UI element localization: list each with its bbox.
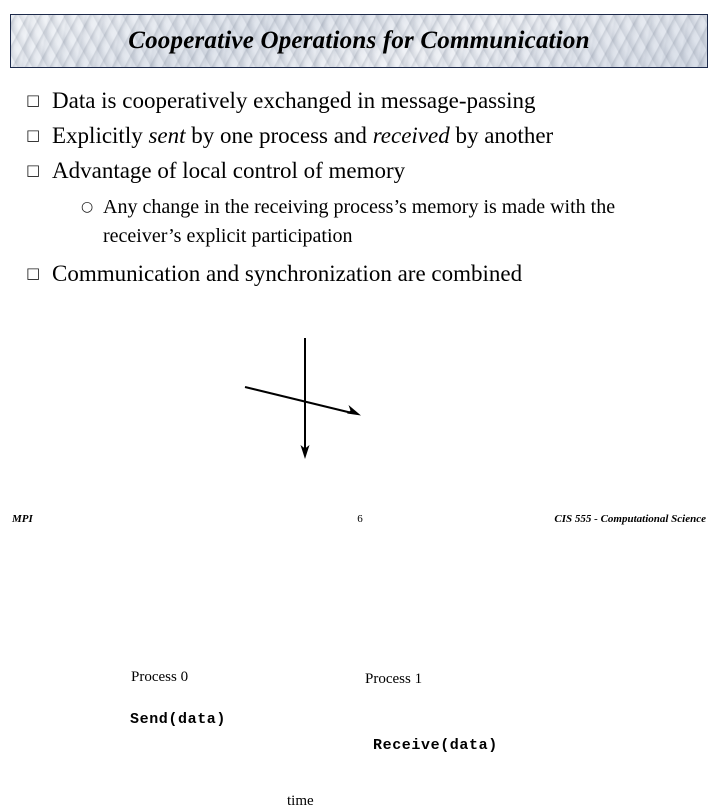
bullet-2-part-4: by another: [449, 123, 554, 148]
diagram-label-time: time: [287, 793, 314, 809]
bullet-2-part-3-emphasis: received: [372, 123, 450, 148]
subbullet-item-1-text: Any change in the receiving process’s me…: [103, 196, 616, 247]
message-passing-diagram: Process 0 Process 1 Send(data) Receive(d…: [0, 325, 720, 809]
diagram-arrows: [244, 338, 361, 459]
bullet-item-2: □ Explicitly sent by one process and rec…: [26, 119, 698, 152]
bullet-item-1-text: Data is cooperatively exchanged in messa…: [52, 84, 698, 117]
bullet-item-3-text: Advantage of local control of memory: [52, 154, 698, 187]
bullet-2-part-2: by one process and: [185, 123, 373, 148]
bullet-item-2-text: Explicitly sent by one process and recei…: [52, 119, 698, 152]
message-arrow-line: [244, 386, 353, 414]
bullet-item-3: □ Advantage of local control of memory: [26, 154, 698, 187]
square-bullet-icon: □: [26, 126, 41, 144]
bullet-1-part-0: Data is cooperatively exchanged in messa…: [52, 88, 536, 113]
diagram-label-process-1: Process 1: [365, 671, 423, 687]
bullet-2-part-0: Explicitly: [52, 123, 149, 148]
diagram-label-receive: Receive(data): [373, 737, 498, 754]
bullet-item-1: □ Data is cooperatively exchanged in mes…: [26, 84, 698, 117]
square-bullet-icon: □: [26, 161, 41, 179]
time-axis-arrowhead: [300, 445, 310, 459]
bullet-3-part-0: Advantage of local control of memory: [52, 158, 406, 183]
diagram-label-process-0: Process 0: [131, 669, 189, 685]
bullet-2-part-1-emphasis: sent: [148, 123, 186, 148]
diagram-label-send: Send(data): [130, 711, 227, 728]
bullet-item-4-text: Communication and synchronization are co…: [52, 261, 523, 286]
footer-left-label: MPI: [12, 513, 33, 525]
bullet-list: □ Data is cooperatively exchanged in mes…: [26, 84, 698, 292]
footer-page-number: 6: [357, 513, 363, 525]
bullet-item-4: □ Communication and synchronization are …: [26, 257, 698, 290]
square-bullet-icon: □: [26, 264, 41, 282]
circle-bullet-icon: ○: [81, 199, 94, 215]
title-banner: Cooperative Operations for Communication: [10, 14, 708, 68]
footer-right-label: CIS 555 - Computational Science: [554, 513, 706, 525]
page-title: Cooperative Operations for Communication: [128, 27, 590, 54]
message-arrow-head: [347, 405, 361, 416]
subbullet-item-1: ○ Any change in the receiving process’s …: [81, 193, 698, 251]
slide-footer: MPI 6 CIS 555 - Computational Science: [0, 510, 720, 532]
square-bullet-icon: □: [26, 91, 41, 109]
